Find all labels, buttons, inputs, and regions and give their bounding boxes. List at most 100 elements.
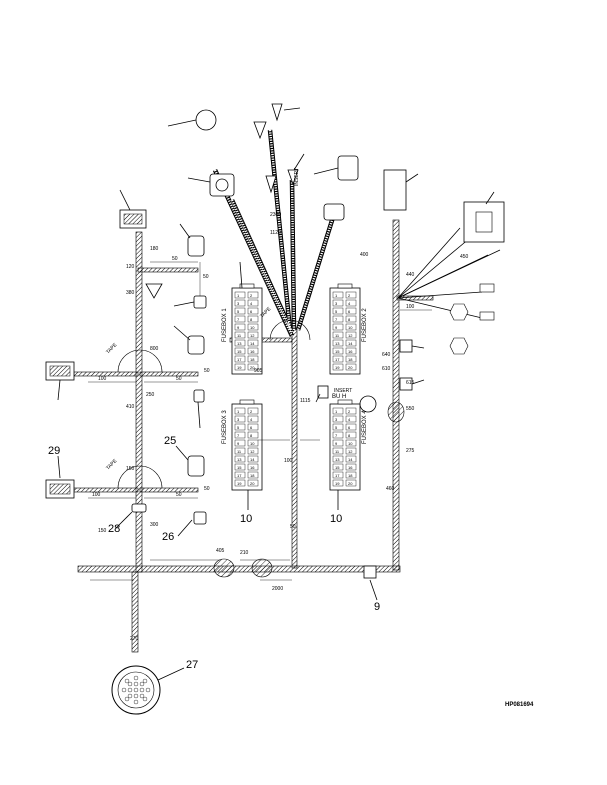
dimension-label: 460 <box>386 486 395 492</box>
connector-pin <box>133 699 139 705</box>
fuse-slot <box>234 439 246 447</box>
document-id: HP081694 <box>505 702 534 708</box>
connector-pin <box>121 687 127 693</box>
connector-pin <box>145 687 151 693</box>
fuse-number: 14 <box>348 341 353 346</box>
fuse-slot <box>345 447 357 455</box>
fuse-slot <box>247 439 259 447</box>
fuse-number: 6 <box>348 425 351 430</box>
fuse-number: 19 <box>237 481 242 486</box>
fuse-number: 8 <box>250 433 253 438</box>
fuse-slot <box>234 347 246 355</box>
dimension-label: 180 <box>150 246 159 252</box>
fusebox-title: FUSEBOX 1 <box>222 308 228 342</box>
fuse-slot <box>247 407 259 415</box>
fuse-slot <box>247 471 259 479</box>
fuse-number: 10 <box>348 441 353 446</box>
fuse-slot <box>234 479 246 487</box>
fuse-slot <box>345 471 357 479</box>
dimension-label: 150 <box>98 528 107 534</box>
fuse-slot <box>234 455 246 463</box>
fuse-slot <box>345 331 357 339</box>
fuse-number: 1 <box>335 409 338 414</box>
connector-28 <box>131 503 147 513</box>
dimension-label: 2000 <box>272 586 283 592</box>
fuse-number: 5 <box>335 425 338 430</box>
fuse-number: 15 <box>237 465 242 470</box>
fuse-number: 4 <box>250 417 253 422</box>
connector-pin <box>127 681 133 687</box>
connector-9 <box>363 565 377 579</box>
fuse-slot <box>234 355 246 363</box>
dimension-label: 50 <box>172 256 178 262</box>
fuse-number: 19 <box>335 365 340 370</box>
fuse-number: 5 <box>335 309 338 314</box>
fuse-number: 2 <box>250 409 253 414</box>
connector-pin <box>142 678 148 684</box>
fuse-slot <box>247 315 259 323</box>
connector-29 <box>45 479 75 499</box>
dimension-label: 800 <box>150 346 159 352</box>
sleeves <box>213 401 405 578</box>
fuse-number: 19 <box>237 365 242 370</box>
fuse-slot <box>247 339 259 347</box>
fuse-number: 11 <box>335 449 340 454</box>
dimension-label: 250 <box>146 392 155 398</box>
fuse-number: 3 <box>237 417 240 422</box>
dimension-label: 380 <box>126 290 135 296</box>
connector-left-mid <box>45 361 75 381</box>
dimension-label: 50 <box>176 492 182 498</box>
dimension-label: 550 <box>406 406 415 412</box>
fuse-slot <box>247 299 259 307</box>
fuse-slot <box>234 299 246 307</box>
fuse-number: 7 <box>335 433 338 438</box>
svg-text:TAPE: TAPE <box>105 458 119 472</box>
fuse-number: 20 <box>250 481 255 486</box>
fuse-slot <box>345 315 357 323</box>
harness-slants-fill <box>213 129 336 337</box>
dimension-label: 120 <box>126 264 135 270</box>
callout-10-left: 10 <box>240 513 252 525</box>
connector-26 <box>193 511 207 525</box>
fuse-number: 16 <box>348 349 353 354</box>
connector-25 <box>187 455 205 477</box>
fuse-number: 20 <box>348 365 353 370</box>
dimension-label: 400 <box>360 252 369 258</box>
fuse-slot <box>234 307 246 315</box>
fuse-number: 4 <box>250 301 253 306</box>
fuse-slot <box>332 323 344 331</box>
fuse-slot <box>332 331 344 339</box>
fuse-slot <box>247 363 259 371</box>
fuse-slot <box>234 407 246 415</box>
right-relays <box>317 339 413 579</box>
fuse-number: 6 <box>250 425 253 430</box>
fuse-slot <box>332 463 344 471</box>
fuse-number: 6 <box>348 309 351 314</box>
dimension-lines <box>88 261 432 581</box>
fuse-slot <box>247 415 259 423</box>
fuse-slot <box>234 363 246 371</box>
fuse-number: 5 <box>237 309 240 314</box>
fuse-slot <box>345 355 357 363</box>
fuse-slot <box>247 463 259 471</box>
fuse-slot <box>332 447 344 455</box>
connector-pin <box>127 693 133 699</box>
fuse-number: 5 <box>237 425 240 430</box>
fuse-slot <box>234 315 246 323</box>
fuse-slot <box>234 291 246 299</box>
callout-26: 26 <box>162 531 174 543</box>
fuse-slot <box>247 307 259 315</box>
fuse-slot <box>332 455 344 463</box>
callout-25: 25 <box>164 435 176 447</box>
fuse-number: 18 <box>250 357 255 362</box>
fuse-slot <box>332 479 344 487</box>
dimension-label: 150 <box>126 466 135 472</box>
dimension-label: 410 <box>126 404 135 410</box>
fuse-slot <box>345 431 357 439</box>
fuse-number: 2 <box>348 293 351 298</box>
dimension-label: 1120 <box>270 230 281 236</box>
fuse-number: 12 <box>250 449 255 454</box>
fuse-number: 15 <box>335 349 340 354</box>
